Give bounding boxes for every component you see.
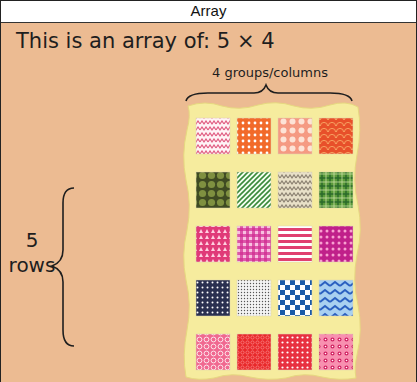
columns-label: 4 groups/columns: [190, 64, 350, 81]
pattern-square: [237, 172, 271, 208]
rows-label: 5 rows: [8, 228, 56, 278]
pattern-square: [196, 118, 230, 154]
pattern-square: [237, 280, 271, 316]
pattern-square: [278, 172, 312, 208]
pattern-square: [237, 118, 271, 154]
pattern-square: [319, 118, 353, 154]
top-brace: [186, 85, 352, 101]
pattern-square: [196, 334, 230, 370]
array-statement: This is an array of: 5 × 4: [16, 27, 412, 55]
pattern-square: [278, 118, 312, 154]
pattern-square: [196, 280, 230, 316]
pattern-square: [237, 226, 271, 262]
pattern-square: [319, 334, 353, 370]
pattern-square: [319, 226, 353, 262]
pattern-square: [196, 226, 230, 262]
pattern-square: [319, 280, 353, 316]
pattern-square: [319, 172, 353, 208]
pattern-square: [196, 172, 230, 208]
title: Array: [0, 2, 417, 20]
pattern-square: [278, 334, 312, 370]
yellow-board: [184, 103, 361, 380]
pattern-square: [237, 334, 271, 370]
pattern-square: [278, 280, 312, 316]
pattern-squares: [196, 118, 353, 370]
pattern-square: [278, 226, 312, 262]
